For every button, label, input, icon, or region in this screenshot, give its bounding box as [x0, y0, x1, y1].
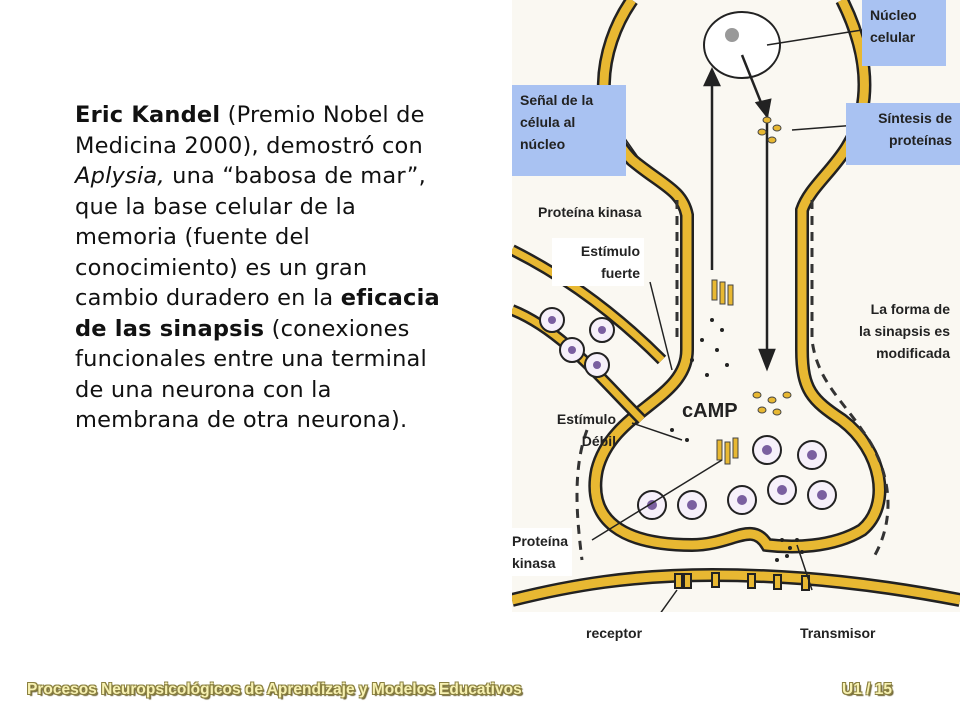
bold-sinapsis: eficacia de las sinapsis [75, 285, 440, 342]
synapse-illustration [509, 0, 960, 626]
label-line: kinasa [512, 555, 556, 571]
label-line: Núcleo [870, 7, 917, 23]
label-nucleo-celular: Núcleo celular [862, 0, 946, 66]
modified-synapse-outline [575, 200, 890, 561]
label-forma-sinapsis: La forma de la sinapsis es modificada [830, 298, 950, 364]
presynaptic-membrane [590, 0, 884, 551]
signal-arrows [703, 54, 776, 372]
vesicle-contents [548, 316, 827, 510]
label-line: Estímulo [580, 243, 640, 259]
label-line: Proteína [512, 533, 569, 549]
label-estimulo-debil: Estímulo Débil [522, 408, 616, 452]
synapse-diagram: Núcleo celular Señal de la célula al núc… [509, 0, 960, 626]
label-sintesis-proteinas: Síntesis de proteínas [846, 103, 960, 165]
main-paragraph: Eric Kandel (Premio Nobel de Medicina 20… [75, 100, 455, 436]
label-line: Síntesis de [878, 110, 952, 126]
footer-course-title: Procesos Neuropsicológicos de Aprendizaj… [27, 681, 522, 698]
label-camp: cAMP [682, 400, 738, 422]
label-line: célula al [520, 114, 576, 130]
label-line: la sinapsis es [858, 323, 950, 339]
kinase-subunits [711, 279, 739, 465]
text-part-1: (Premio Nobel de Medicina 2000), demostr… [75, 102, 425, 159]
incoming-axon [510, 246, 665, 363]
protein-granules [752, 116, 792, 416]
label-proteina-kinasa-top: Proteína kinasa [538, 204, 642, 220]
label-line: Débil [581, 433, 616, 449]
label-line: modificada [876, 345, 950, 361]
label-line: núcleo [520, 136, 566, 152]
label-line: Estímulo [556, 411, 616, 427]
species-aplysia: Aplysia, [75, 163, 165, 189]
cell-nucleus [703, 11, 781, 79]
label-proteina-kinasa-bottom: Proteína kinasa [512, 528, 573, 576]
footer-page-number: U1 / 15 [842, 681, 892, 698]
label-line: La forma de [870, 301, 950, 317]
label-line: celular [870, 29, 916, 45]
label-pointers [591, 29, 863, 626]
nucleolus [725, 28, 739, 42]
name-kandel: Eric Kandel [75, 102, 221, 128]
label-line: fuerte [601, 265, 640, 281]
receptors [674, 572, 810, 591]
label-estimulo-fuerte: Estímulo fuerte [552, 238, 644, 286]
text-part-3: (conexiones funcionales entre una termin… [75, 315, 427, 434]
label-transmisor: Transmisor [800, 625, 876, 641]
label-line: proteínas [888, 132, 952, 148]
text-part-2: una “babosa de mar”, que la base celular… [75, 163, 427, 311]
transmitter-molecules [670, 318, 804, 562]
label-senal-celula-nucleo: Señal de la célula al núcleo [512, 85, 626, 176]
label-receptor: receptor [586, 625, 643, 641]
label-line: Señal de la [520, 92, 594, 108]
